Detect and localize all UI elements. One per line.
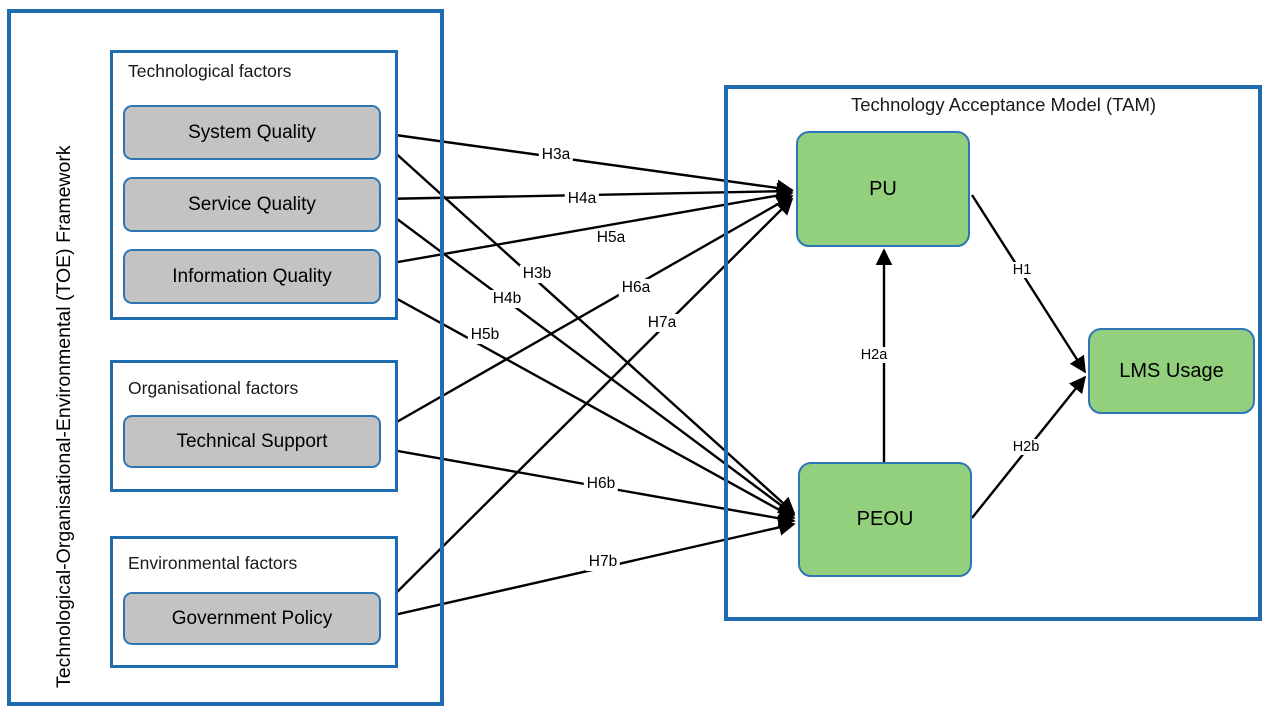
- edge-label-h7b: H7b: [585, 553, 621, 571]
- technological-factors-caption: Technological factors: [128, 61, 292, 81]
- edge-label-h6a: H6a: [618, 279, 654, 297]
- environmental-factors-caption: Environmental factors: [128, 553, 298, 573]
- organisational-factors-caption: Organisational factors: [128, 378, 299, 398]
- edge-label-h4a: H4a: [564, 190, 600, 208]
- edge-label-h5b: H5b: [467, 326, 503, 344]
- edge-label-h4b: H4b: [489, 290, 525, 308]
- edge-label-h3a: H3a: [538, 146, 574, 164]
- node-information-quality[interactable]: Information Quality: [123, 249, 381, 304]
- toe-framework-label: Technological-Organisational-Environment…: [53, 145, 75, 688]
- tam-frame: [724, 85, 1262, 621]
- node-pu[interactable]: PU: [796, 131, 970, 247]
- node-lms-usage[interactable]: LMS Usage: [1088, 328, 1255, 414]
- edge-label-h5a: H5a: [593, 229, 629, 247]
- edge-label-h7a: H7a: [644, 314, 680, 332]
- toe-framework-frame: [7, 9, 444, 706]
- tam-title: Technology Acceptance Model (TAM): [851, 94, 1157, 115]
- node-government-policy[interactable]: Government Policy: [123, 592, 381, 645]
- node-service-quality[interactable]: Service Quality: [123, 177, 381, 232]
- node-technical-support[interactable]: Technical Support: [123, 415, 381, 468]
- edge-label-h1: H1: [1009, 262, 1035, 278]
- edge-label-h6b: H6b: [583, 475, 619, 493]
- edge-label-h2a: H2a: [857, 347, 891, 363]
- node-system-quality[interactable]: System Quality: [123, 105, 381, 160]
- edge-label-h2b: H2b: [1009, 439, 1043, 455]
- node-peou[interactable]: PEOU: [798, 462, 972, 577]
- edge-label-h3b: H3b: [519, 265, 555, 283]
